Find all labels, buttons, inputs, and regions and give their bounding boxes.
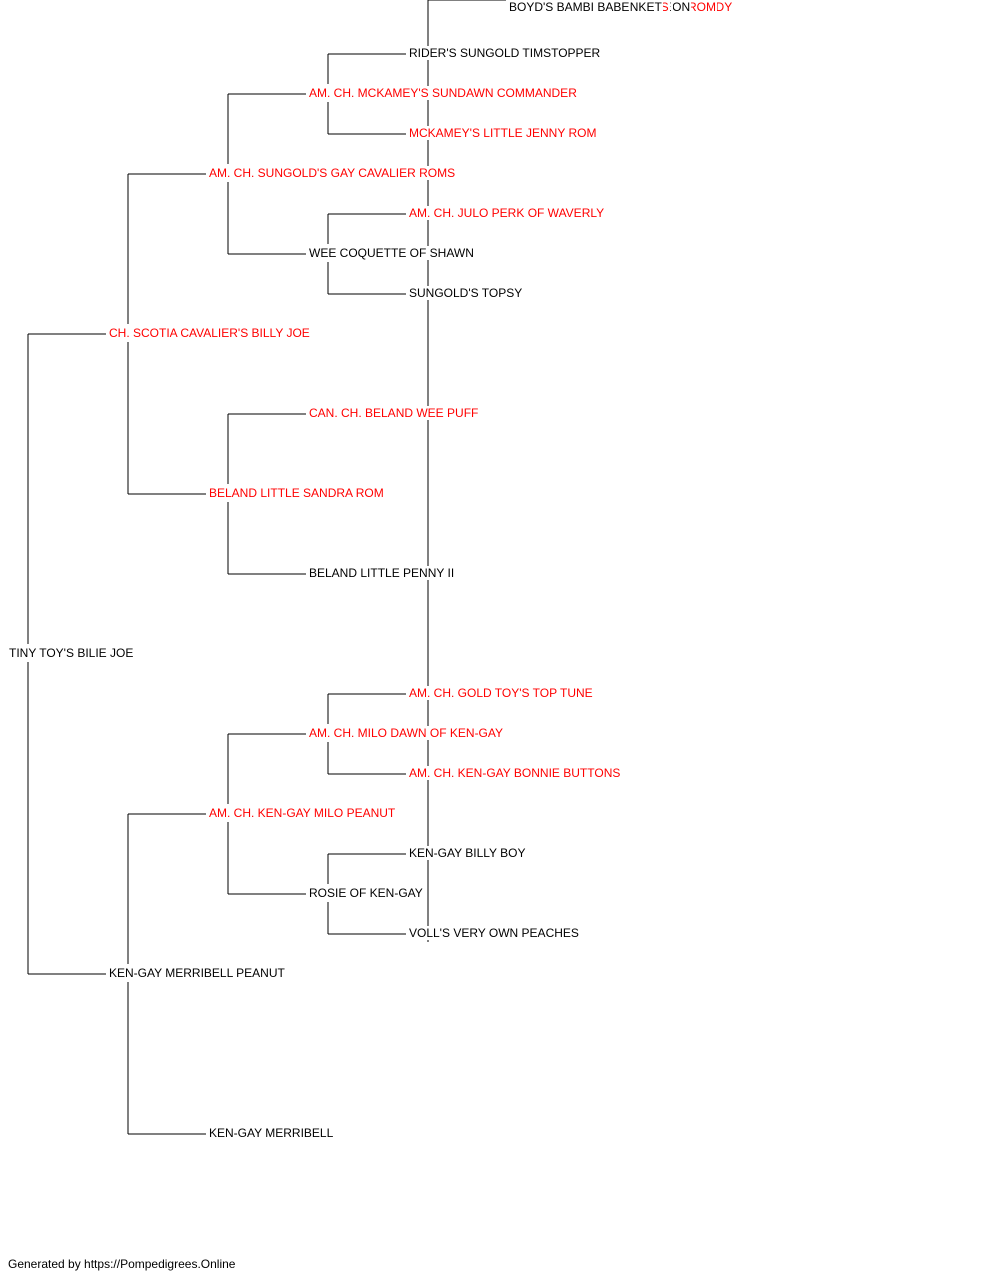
ancestor-name: RIDER'S SUNGOLD TIMSTOPPER xyxy=(408,46,602,60)
ancestor-name: BELAND LITTLE SANDRA ROM xyxy=(208,486,385,500)
ancestor-name: AM. CH. SUNGOLD'S GAY CAVALIER ROMS xyxy=(208,166,457,180)
ancestor-name: MCKAMEY'S LITTLE JENNY ROM xyxy=(408,126,598,140)
ancestor-name: ROSIE OF KEN-GAY xyxy=(308,886,424,900)
ancestor-name: AM. CH. KEN-GAY BONNIE BUTTONS xyxy=(408,766,622,780)
ancestor-name: CH. SCOTIA CAVALIER'S BILLY JOE xyxy=(108,326,311,340)
ancestor-name: SUNGOLD'S TOPSY xyxy=(408,286,524,300)
ancestor-name: AM. CH. JULO PERK OF WAVERLY xyxy=(408,206,606,220)
ancestor-name: BELAND LITTLE PENNY II xyxy=(308,566,456,580)
ancestor-name: AM. CH. KEN-GAY MILO PEANUT xyxy=(208,806,397,820)
ancestor-name: BOYD'S BAMBI BABE xyxy=(508,0,631,14)
ancestor-name: KEN-GAY BILLY BOY xyxy=(408,846,527,860)
subject-dog-name: TINY TOY'S BILIE JOE xyxy=(8,646,135,660)
ancestor-name: VOLL'S VERY OWN PEACHES xyxy=(408,926,580,940)
ancestor-name: KEN-GAY MERRIBELL PEANUT xyxy=(108,966,286,980)
ancestor-name: AM. CH. MILO DAWN OF KEN-GAY xyxy=(308,726,505,740)
ancestor-name: CAN. CH. BELAND WEE PUFF xyxy=(308,406,480,420)
footer-credit: Generated by https://Pompedigrees.Online xyxy=(8,1257,236,1271)
ancestor-name: AM. CH. MCKAMEY'S SUNDAWN COMMANDER xyxy=(308,86,578,100)
ancestor-name: WEE COQUETTE OF SHAWN xyxy=(308,246,475,260)
ancestor-name: AM. CH. GOLD TOY'S TOP TUNE xyxy=(408,686,594,700)
ancestor-name: KEN-GAY MERRIBELL xyxy=(208,1126,335,1140)
